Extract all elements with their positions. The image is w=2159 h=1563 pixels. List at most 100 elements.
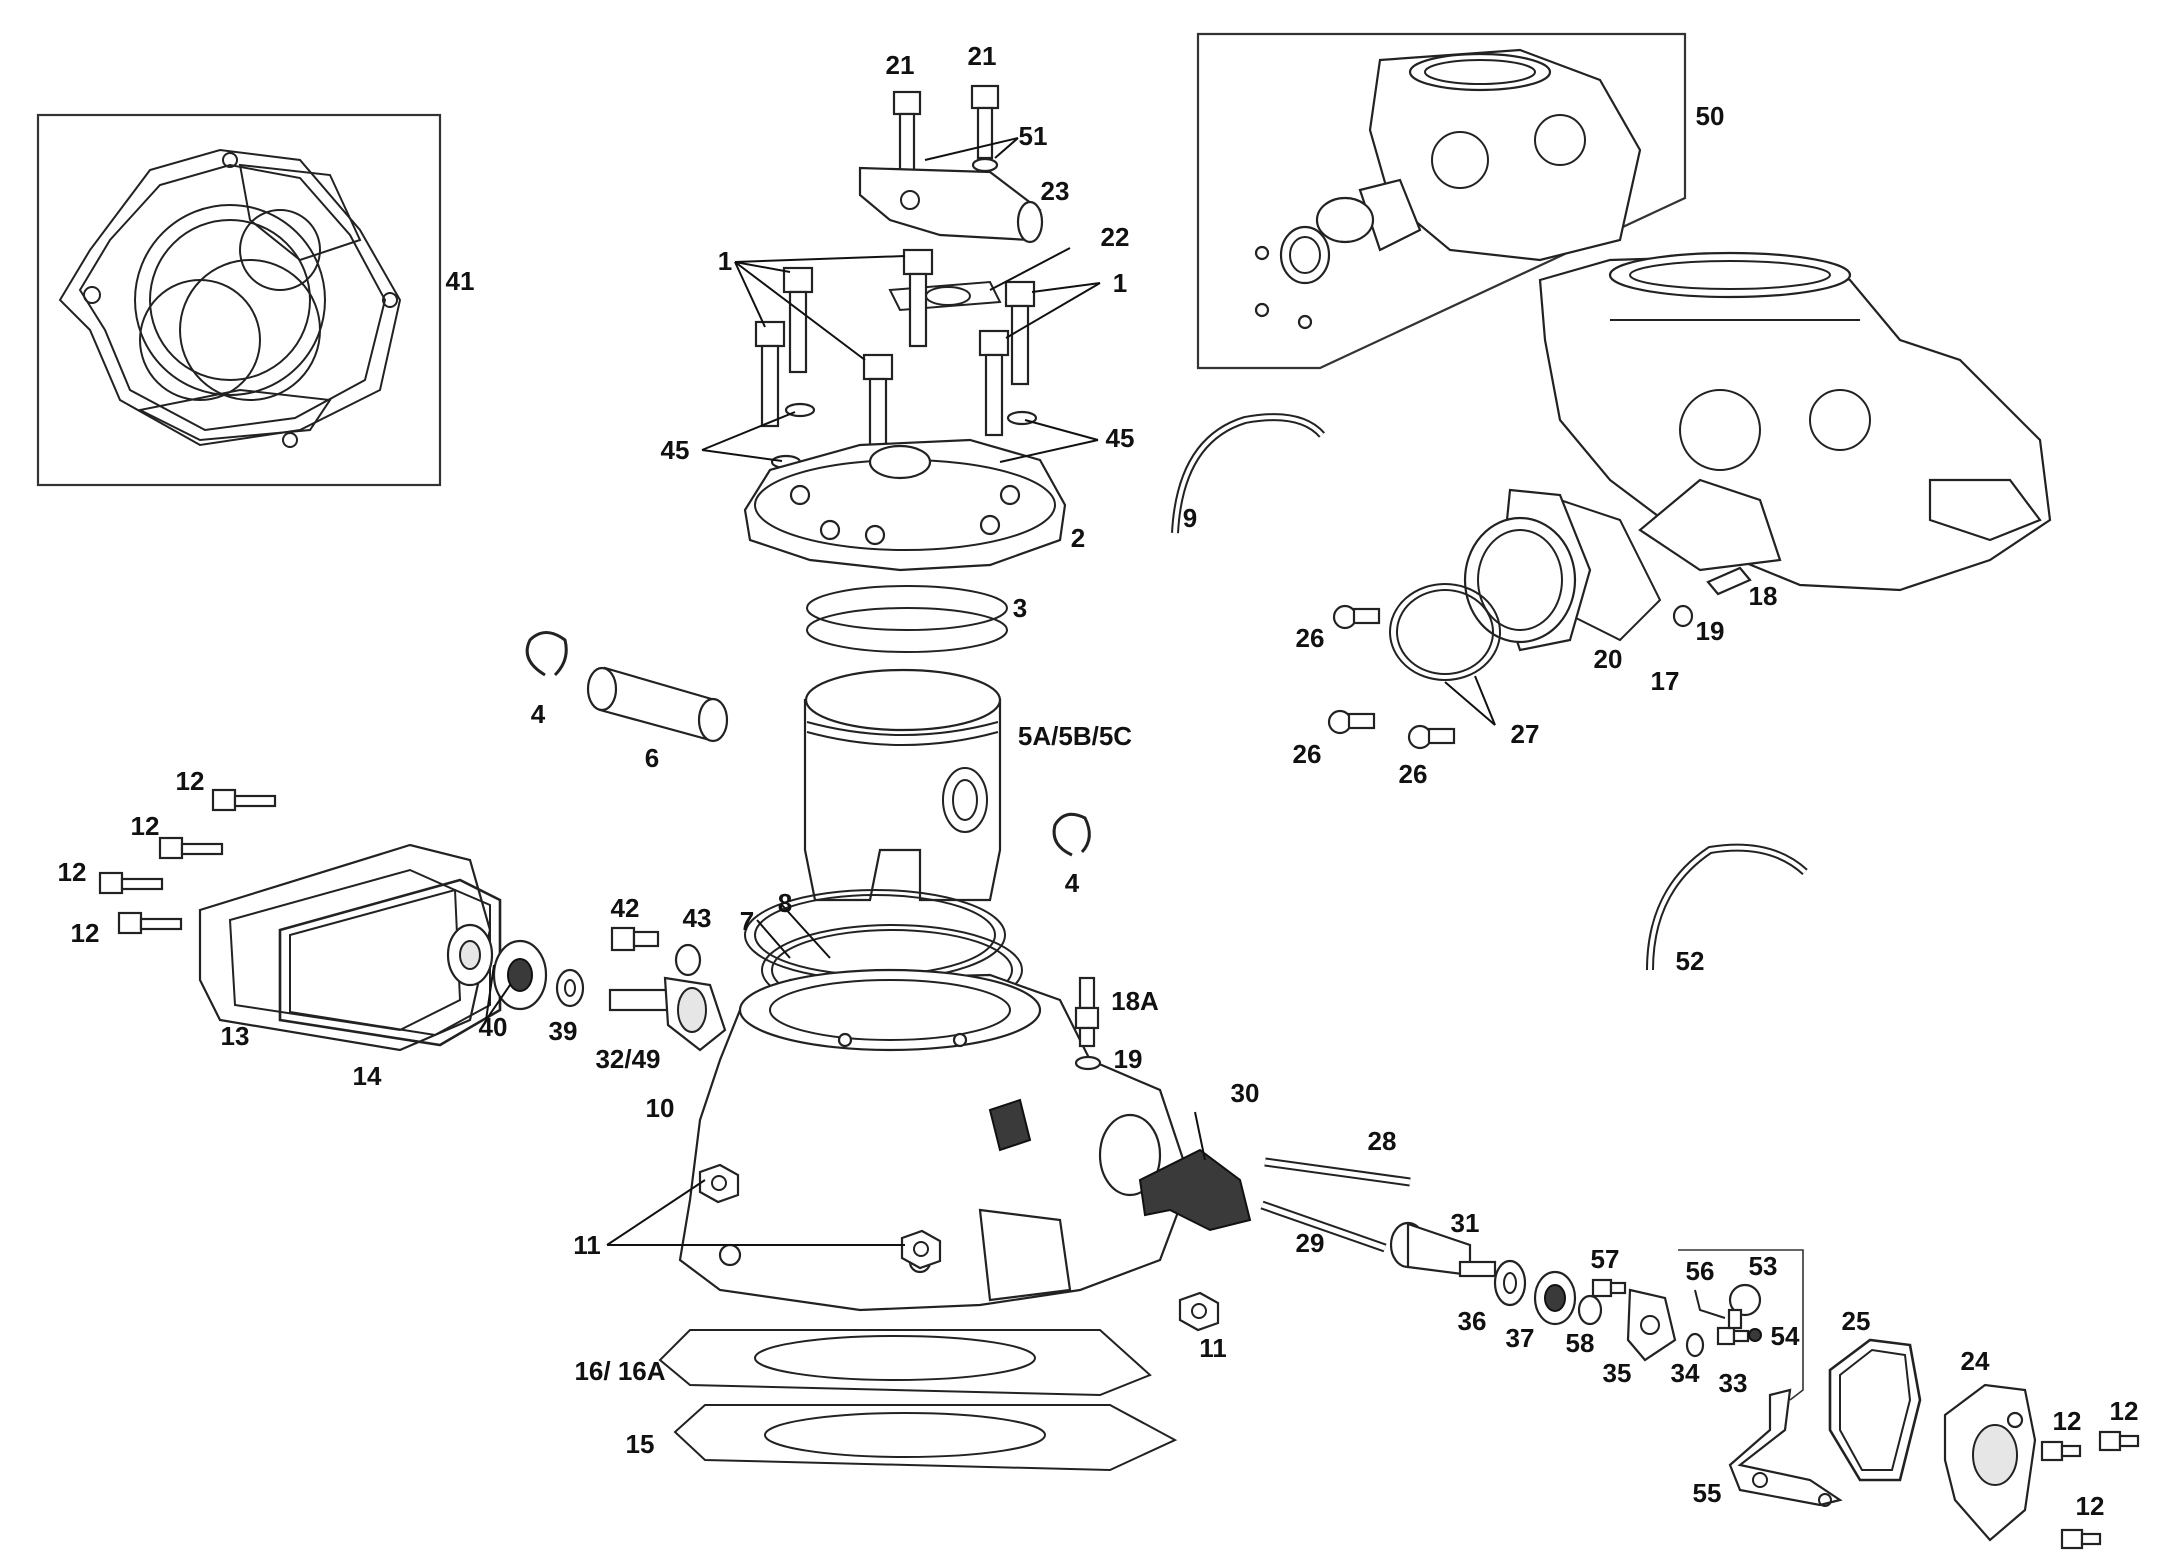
circlip-4-a	[525, 631, 568, 677]
gasket-16	[658, 1329, 1152, 1397]
nut-11-b	[900, 1229, 942, 1270]
screw-26-c	[1407, 724, 1456, 750]
label-53: 53	[1749, 1251, 1778, 1281]
washer-51-b	[971, 157, 999, 173]
label-36: 36	[1458, 1306, 1487, 1336]
bolt-33	[1716, 1326, 1750, 1346]
hose-nipple-18	[1706, 566, 1752, 596]
piston-ring-3-a	[806, 585, 1008, 631]
label-8: 8	[778, 888, 792, 918]
nut-11-a	[698, 1163, 740, 1204]
label-25: 25	[1842, 1306, 1871, 1336]
label-17: 17	[1651, 666, 1680, 696]
ball-joint-53	[1727, 1283, 1762, 1330]
bolt-21-a	[892, 90, 922, 178]
label-55: 55	[1693, 1478, 1722, 1508]
head-bolt-1-a	[782, 266, 814, 374]
label-12-f: 12	[2110, 1396, 2139, 1426]
label-58: 58	[1566, 1328, 1595, 1358]
label-32-49: 32/49	[595, 1044, 660, 1074]
label-11-b: 11	[1199, 1333, 1227, 1363]
bolt-12-e	[2040, 1440, 2082, 1462]
part-labels: 21 21 51 23 22 1 1 41 50 45 45 9 2 3 18 …	[58, 41, 2139, 1521]
nipple-18a	[1074, 976, 1100, 1048]
label-30: 30	[1231, 1078, 1260, 1108]
label-22: 22	[1101, 222, 1130, 252]
label-7: 7	[740, 906, 754, 936]
label-19-b: 19	[1114, 1044, 1143, 1074]
label-1-a: 1	[718, 246, 732, 276]
label-12-e: 12	[2053, 1406, 2082, 1436]
label-45-b: 45	[1106, 423, 1135, 453]
screw-26-a	[1332, 604, 1381, 630]
label-4-a: 4	[531, 699, 546, 729]
label-52: 52	[1676, 946, 1705, 976]
label-54: 54	[1771, 1321, 1800, 1351]
valve-lever-30	[1138, 1148, 1252, 1232]
intake-ring-27	[1389, 583, 1501, 681]
label-12-c: 12	[58, 857, 87, 887]
label-43: 43	[683, 903, 712, 933]
head-bolt-1-e	[862, 353, 894, 463]
gasket-outline	[58, 148, 402, 447]
washer-19-right	[1672, 604, 1694, 628]
piston-pin-6	[586, 666, 729, 743]
bolt-12-b	[158, 836, 224, 860]
label-40: 40	[479, 1012, 508, 1042]
label-12-a: 12	[176, 766, 205, 796]
cylinder-right	[1538, 251, 2052, 592]
label-3: 3	[1013, 593, 1027, 623]
label-33: 33	[1719, 1368, 1748, 1398]
label-12-d: 12	[71, 918, 100, 948]
bolt-12-c	[98, 871, 164, 895]
washer-39	[555, 968, 585, 1008]
piston-ring-3-b	[806, 607, 1008, 653]
head-bolt-1-c	[1004, 280, 1036, 386]
label-14: 14	[353, 1061, 382, 1091]
label-9: 9	[1183, 503, 1197, 533]
cylinder-assembly-inset	[1196, 32, 1687, 370]
label-31: 31	[1451, 1208, 1480, 1238]
label-26-c: 26	[1399, 759, 1428, 789]
gasket-kit-frame	[36, 113, 442, 487]
cover-24	[1943, 1383, 2037, 1542]
cylinder-assembly-frame	[1196, 32, 1687, 370]
shaft-31	[1389, 1221, 1497, 1278]
label-10: 10	[646, 1093, 675, 1123]
bolt-12-f	[2098, 1430, 2140, 1452]
water-outlet-23	[858, 166, 1042, 242]
intake-flange-20	[1463, 488, 1592, 652]
linkage-55	[1728, 1388, 1843, 1507]
label-26-b: 26	[1293, 739, 1322, 769]
label-29: 29	[1296, 1228, 1325, 1258]
exhaust-valve-32-49	[608, 976, 727, 1052]
label-26-a: 26	[1296, 623, 1325, 653]
bolt-57	[1591, 1278, 1627, 1298]
label-34: 34	[1671, 1358, 1700, 1388]
washer-34	[1685, 1332, 1705, 1358]
washer-43	[674, 943, 702, 977]
piston-5	[803, 668, 1002, 902]
label-51: 51	[1019, 121, 1048, 151]
label-18: 18	[1749, 581, 1778, 611]
label-12-b: 12	[131, 811, 160, 841]
washer-36	[1493, 1259, 1527, 1307]
label-21-b: 21	[968, 41, 997, 71]
label-21-a: 21	[886, 50, 915, 80]
gasket-22	[888, 280, 1002, 312]
label-35: 35	[1603, 1358, 1632, 1388]
washer-19-left	[1074, 1055, 1102, 1071]
head-bolt-1-d	[754, 320, 786, 428]
label-28: 28	[1368, 1126, 1397, 1156]
leader-lines	[485, 137, 1496, 1246]
nut-54	[1748, 1328, 1762, 1342]
screw-26-b	[1327, 709, 1376, 735]
label-1-b: 1	[1113, 268, 1127, 298]
bolt-12-d	[117, 911, 183, 935]
cylinder-10	[678, 968, 1192, 1312]
label-13: 13	[221, 1021, 250, 1051]
label-41: 41	[446, 266, 475, 296]
label-11-a: 11	[573, 1230, 601, 1260]
